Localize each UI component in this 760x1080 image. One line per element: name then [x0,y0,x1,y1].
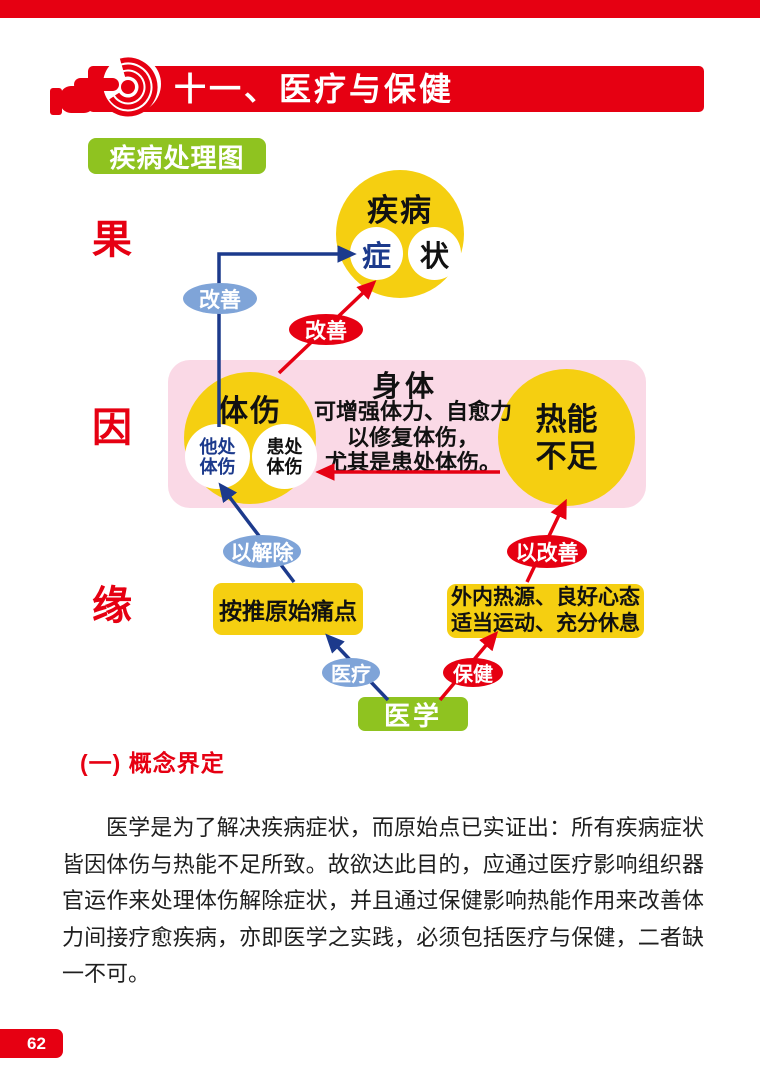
body-description: 可增强体力、自愈力 以修复体伤， 尤其是患处体伤。 [313,399,512,475]
healthcare-oval: 保健 [443,658,503,687]
heat-care-box: 外内热源、良好心态 适当运动、充分休息 [447,584,644,638]
relieve-oval: 以解除 [223,535,301,568]
chapter-banner: 十一、医疗与保健 [88,66,704,112]
row-label-condition: 缘 [92,584,132,628]
improve-oval-red: 改善 [289,314,363,345]
page-number-badge: 62 [0,1029,63,1058]
top-red-bar [0,0,760,18]
body-paragraph: 医学是为了解决疾病症状，而原始点已实证出：所有疾病症状皆因体伤与热能不足所致。故… [62,815,704,987]
diagram-tag: 疾病处理图 [88,138,266,174]
symptom-circle-right: 状 [408,227,461,280]
affected-injury-circle: 患处 体伤 [252,424,317,489]
pointing-hand-target-icon [50,55,161,117]
other-injury-circle: 他处 体伤 [185,424,250,489]
medical-oval: 医疗 [322,658,380,687]
body-title: 身体 [372,371,439,403]
chapter-title: 十一、医疗与保健 [174,71,455,107]
disease-title: 疾病 [367,193,433,228]
row-label-effect: 果 [92,218,132,262]
improve-oval-2: 以改善 [507,535,587,568]
heat-deficiency-circle: 热能 不足 [498,369,635,506]
medicine-box: 医学 [358,697,468,731]
pointing-hand [50,78,119,115]
press-origin-point-box: 按推原始痛点 [213,583,363,635]
injury-title: 体伤 [218,395,282,428]
row-label-cause: 因 [92,406,132,450]
section-heading: (一) 概念界定 [80,750,225,776]
improve-oval-blue: 改善 [183,283,257,314]
symptom-circle-left: 症 [350,227,403,280]
